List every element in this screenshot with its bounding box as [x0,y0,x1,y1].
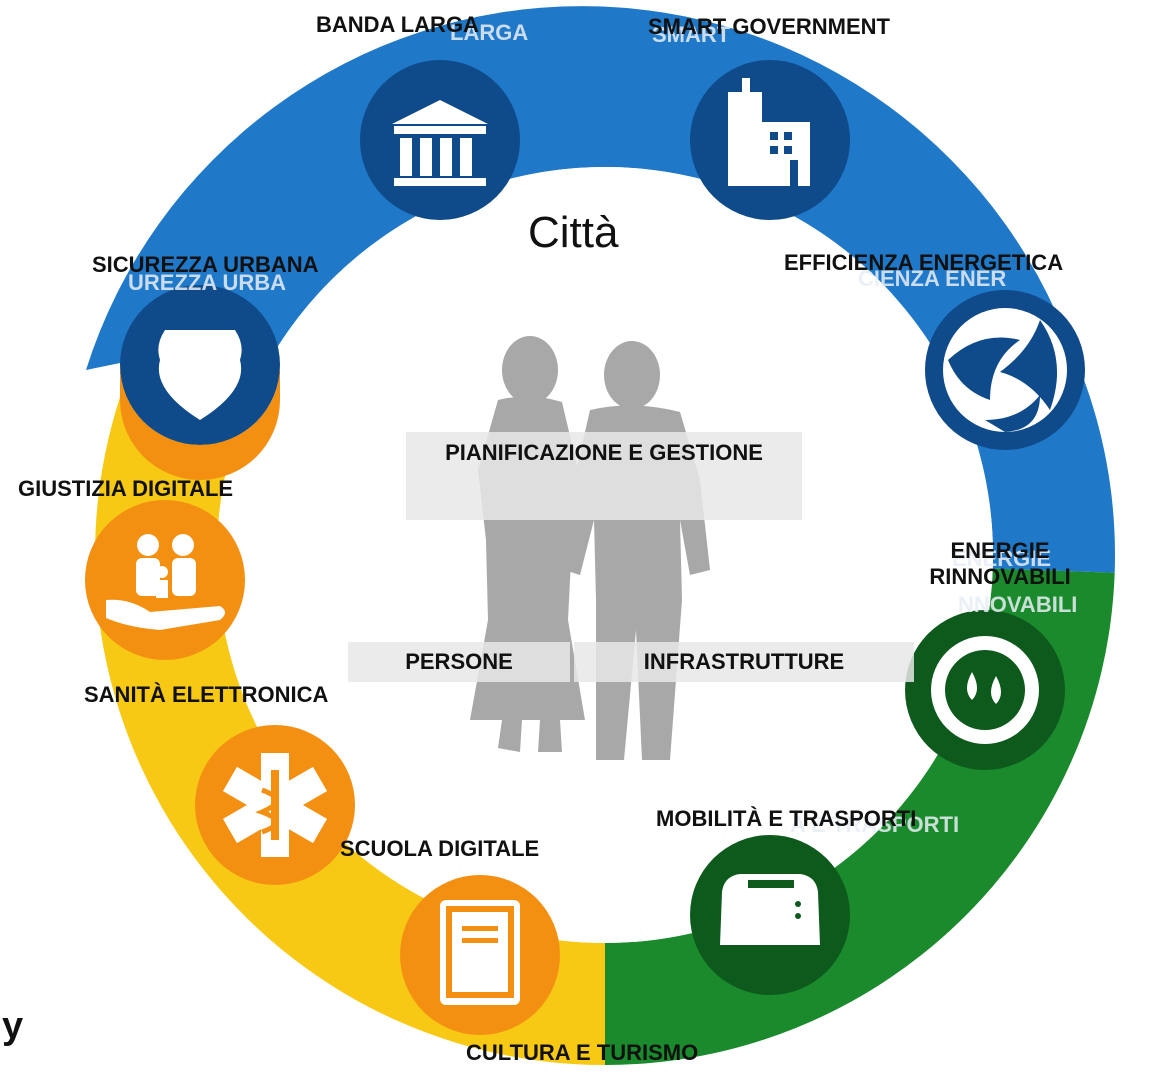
sector-label-sicurezza-urbana: SICUREZZA URBANA [92,252,319,277]
ghost-text: SMART [652,22,731,47]
energy-swirl-icon [925,290,1085,450]
family-in-hand-icon [85,500,245,660]
sector-label-smart-government: SMART GOVERNMENT [648,14,890,39]
office-tower-icon [690,60,850,220]
book-icon [400,875,560,1035]
infrastructure-box: INFRASTRUTTURE [574,642,914,682]
sector-label-energie-rinnovabili: ENERGIE RINNOVABILI [929,538,1071,589]
planning-box: PIANIFICAZIONE E GESTIONE [406,432,802,520]
ghost-text: A E TRASPORTI [790,812,960,837]
ghost-text: NNOVABILI [958,592,1078,617]
ghost-text: CIENZA ENER [858,266,1007,291]
ghost-text: UREZZA URBA [128,270,287,295]
ghost-text: ENERGIE [952,546,1052,571]
ghost-text: LARGA [450,20,529,45]
sector-label-scuola-digitale: SCUOLA DIGITALE [340,836,540,861]
center-title: Città [528,208,619,257]
vehicle-icon [690,835,850,995]
sector-label-mobilita-trasporti: MOBILITÀ E TRASPORTI [656,806,917,831]
sector-label-efficienza-energetica: EFFICIENZA ENERGETICA [784,250,1064,275]
bank-building-icon [360,60,520,220]
sector-label-giustizia-digitale: GIUSTIZIA DIGITALE [18,476,234,501]
sector-label-sanita-elettronica: SANITÀ ELETTRONICA [84,682,329,707]
sector-label-banda-larga: BANDA LARGA [316,12,479,37]
people-box: PERSONE [348,642,570,682]
clipped-text-fragment: y [2,1005,24,1047]
medical-star-of-life-icon [195,725,355,885]
water-drops-sun-icon [905,610,1065,770]
sector-label-cultura-turismo: CULTURA E TURISMO [466,1040,699,1065]
police-badge-icon [120,285,280,480]
